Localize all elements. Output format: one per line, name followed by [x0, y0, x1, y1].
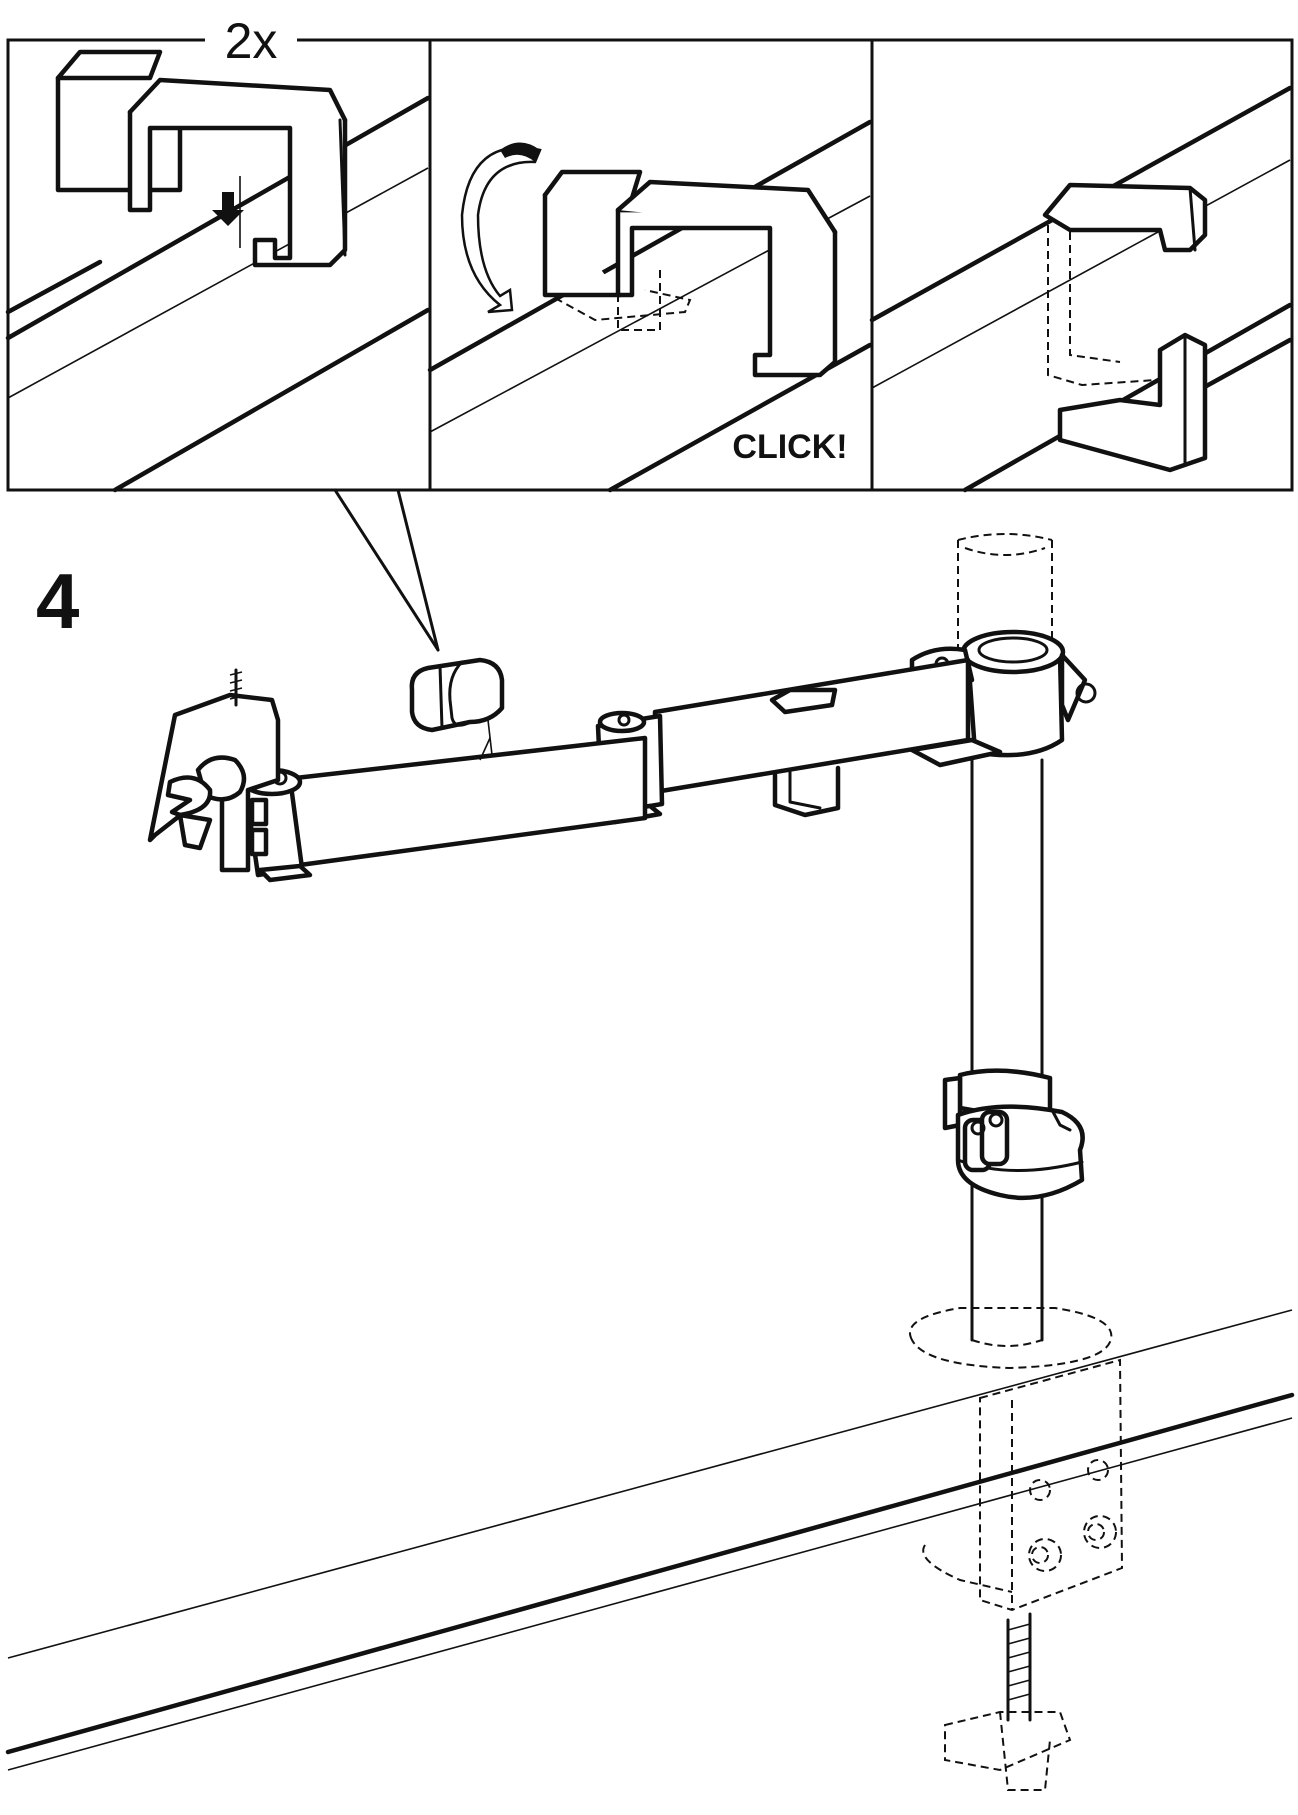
panel-3-rail-and-clips — [869, 85, 1293, 493]
desk-clamp-dashed — [922, 1358, 1124, 1791]
click-label: CLICK! — [732, 428, 847, 466]
rotate-arrow-icon — [460, 146, 542, 314]
vesa-bracket — [147, 668, 281, 873]
pole-collar — [942, 1068, 1085, 1201]
cable-clip-part — [409, 657, 505, 756]
callout-pointer — [333, 488, 440, 652]
pole — [970, 758, 1044, 1342]
arm-segment-inner — [652, 657, 971, 818]
panel-2-rail-and-clip: CLICK! — [427, 119, 873, 493]
quantity-label: 2x — [225, 13, 278, 69]
monitor-arm-assembly — [5, 533, 1295, 1791]
pole-top-dashed — [957, 533, 1053, 650]
arm-segment-outer — [275, 735, 648, 871]
desk-plate-dashed — [909, 1307, 1113, 1370]
detail-panels: 2x — [5, 13, 1294, 493]
desk-edge — [5, 1309, 1295, 1771]
step-number: 4 — [36, 557, 79, 645]
panel-1-rail-and-clip — [5, 49, 431, 493]
